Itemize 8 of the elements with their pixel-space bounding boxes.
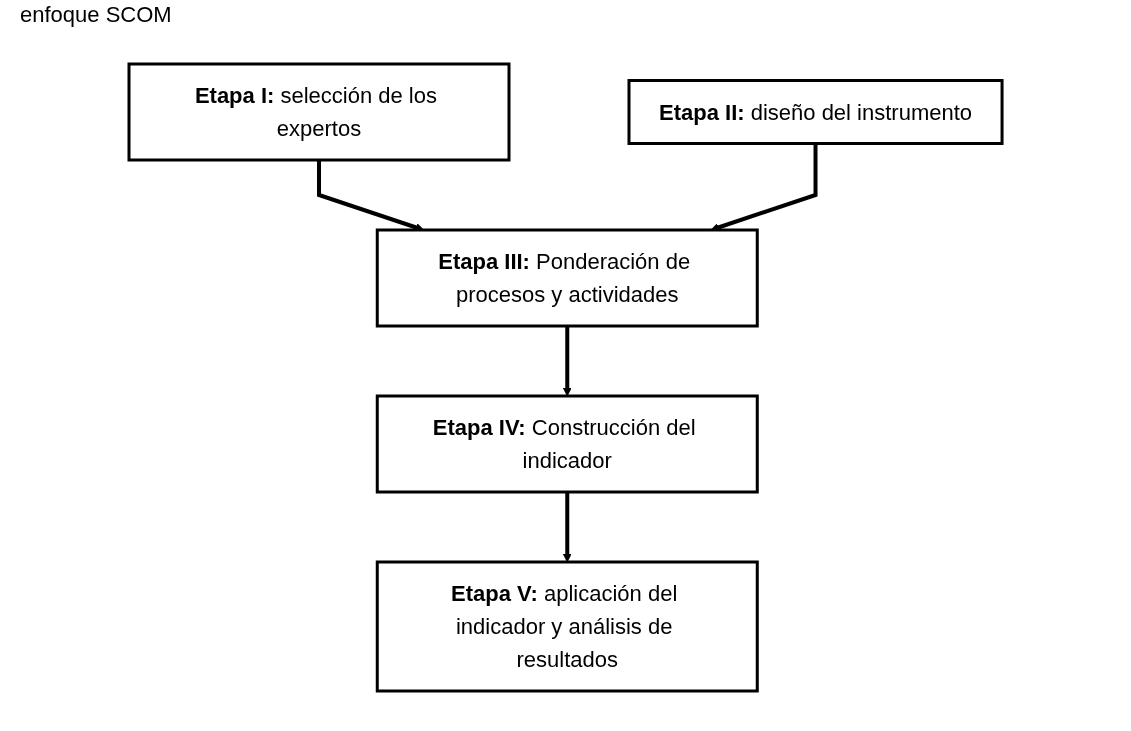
node-box: Etapa V: aplicación del indicador y análisis de resultados: [375, 560, 759, 693]
arrow: [562, 492, 572, 563]
node-box: Etapa I: selección de los expertos: [127, 62, 511, 162]
arrow: [562, 326, 572, 397]
node-box: Etapa III: Ponderación de procesos y actividades: [375, 228, 759, 328]
diagram-title: enfoque SCOM: [19, 1, 173, 29]
node-box: Etapa II: diseño del instrumento: [627, 79, 1004, 145]
node-box: Etapa IV: Construcción del indicador: [375, 394, 759, 494]
